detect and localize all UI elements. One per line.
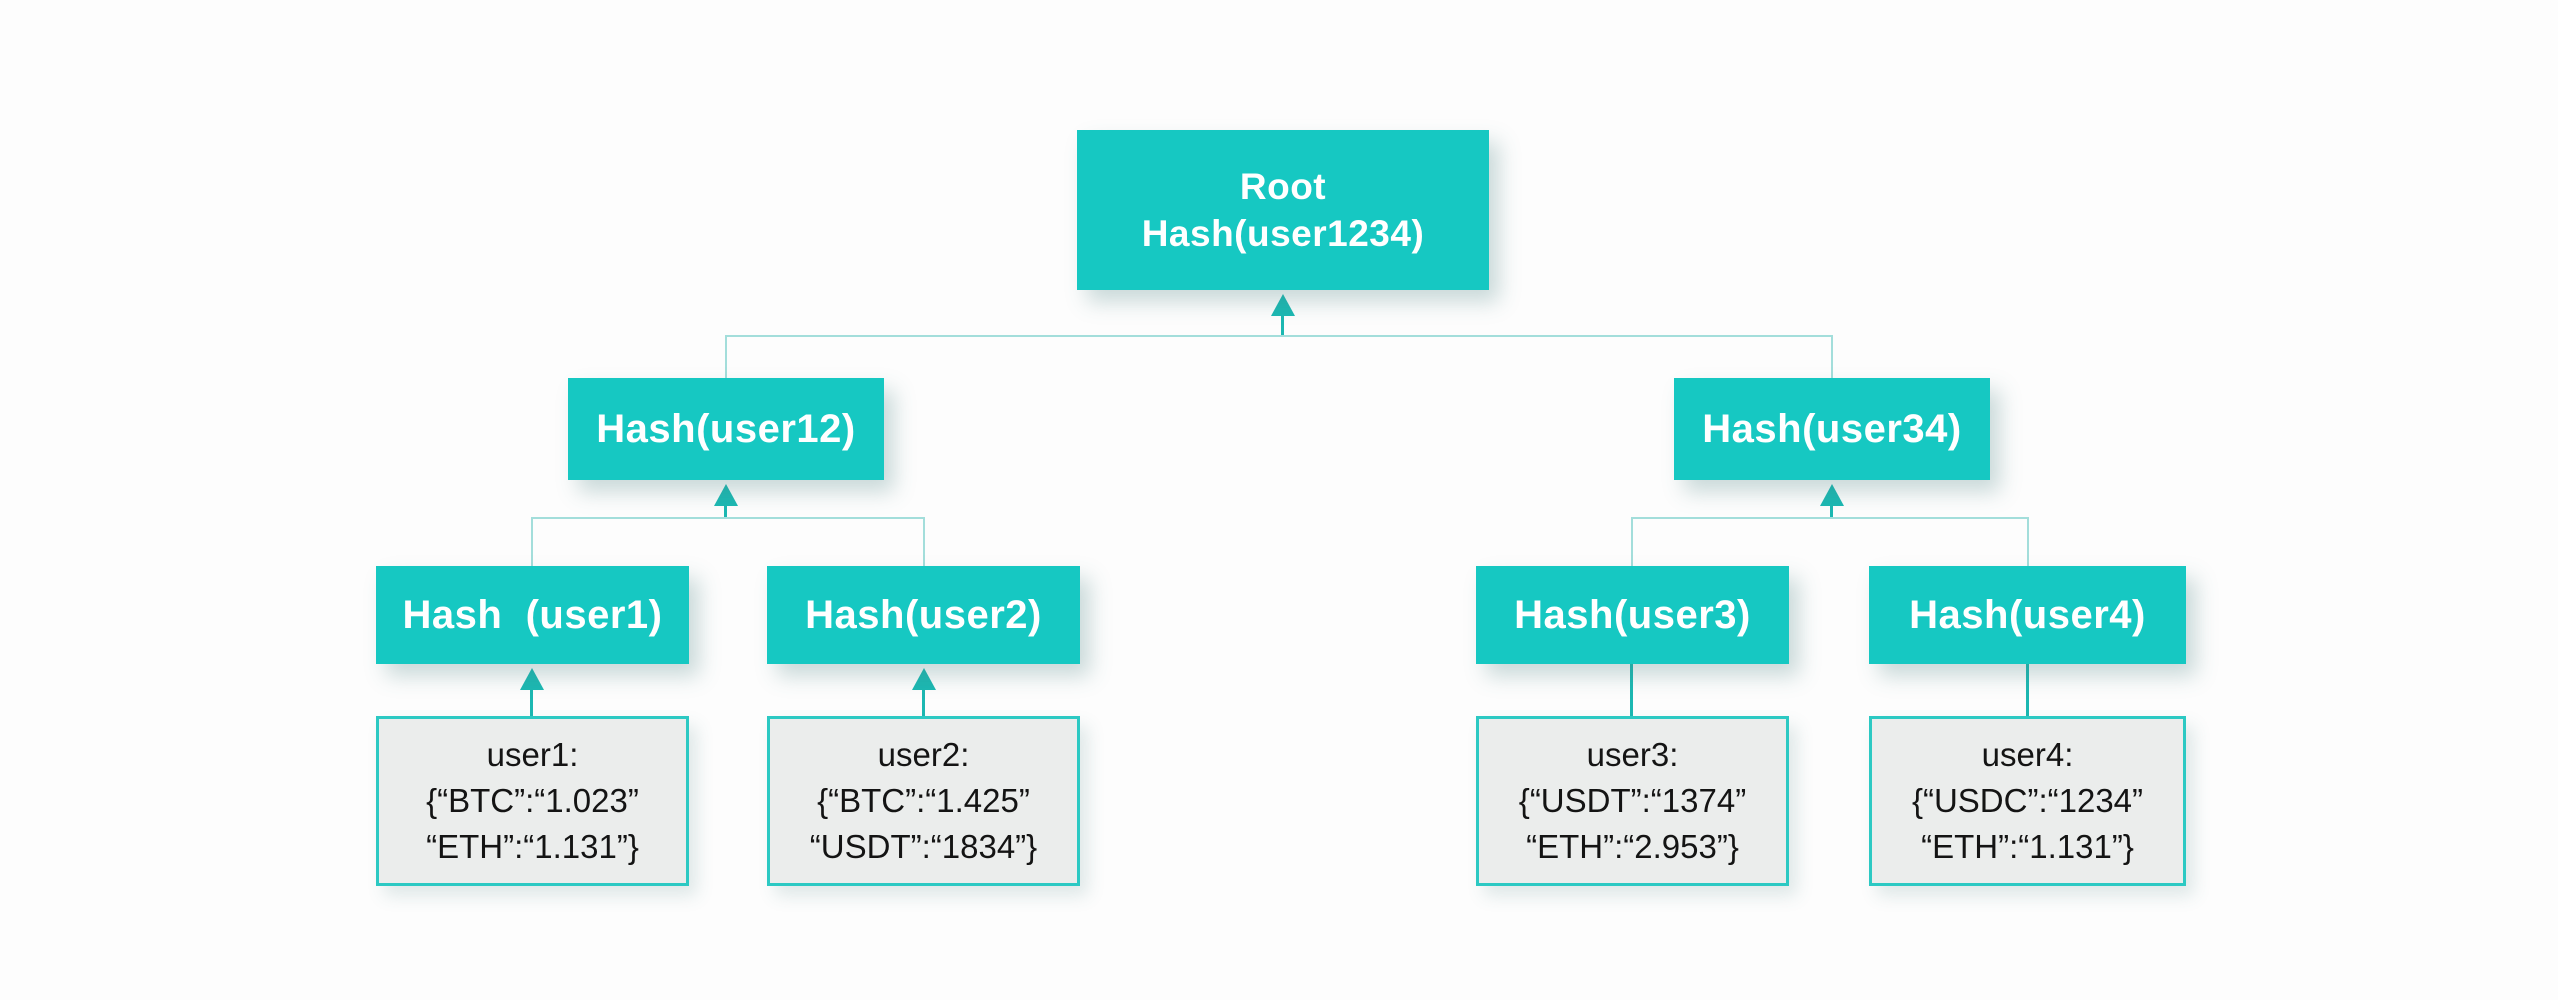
edge-hash12-drop [725,335,727,379]
leaf-line: {“USDC”:“1234” [1911,782,2144,819]
node-hash-user2: Hash(user2) [767,566,1080,664]
root-label-line2: Hash(user1234) [1141,213,1425,254]
edge-hash2-drop [923,517,925,566]
leaf-line: “USDT”:“1834”} [809,828,1038,865]
node-hash-user4: Hash(user4) [1869,566,2186,664]
edge-leaf4-stem [2026,664,2029,716]
edge-level2-right-horizontal [1632,517,2028,519]
edge-leaf1-stem [530,688,533,716]
edge-root-stem [1281,312,1284,337]
edge-hash1-drop [531,517,533,566]
leaf-user2-data: user2: {“BTC”:“1.425” “USDT”:“1834”} [767,716,1080,886]
arrow-up-icon [1820,484,1844,506]
edge-hash34-stem [1830,503,1833,519]
node-hash-user12: Hash(user12) [568,378,884,480]
node-label: Hash(user4) [1909,592,2146,637]
node-label: Hash (user1) [402,592,663,637]
leaf-user4-data: user4: {“USDC”:“1234” “ETH”:“1.131”} [1869,716,2186,886]
leaf-line: “ETH”:“2.953”} [1526,828,1739,865]
node-root-hash: Root Hash(user1234) [1077,130,1489,290]
leaf-line: {“BTC”:“1.023” [426,782,639,819]
leaf-line: “ETH”:“1.131”} [1921,828,2134,865]
edge-hash12-stem [724,503,727,519]
node-label: Hash(user2) [805,592,1042,637]
node-label: Hash(user3) [1514,592,1751,637]
edge-hash34-drop [1831,335,1833,379]
leaf-line: user4: [1981,736,2074,773]
edge-hash4-drop [2027,517,2029,566]
leaf-line: user3: [1586,736,1679,773]
leaf-line: user1: [486,736,579,773]
edge-level2-left-horizontal [532,517,924,519]
edge-level1-horizontal [726,335,1833,337]
leaf-user1-data: user1: {“BTC”:“1.023” “ETH”:“1.131”} [376,716,689,886]
edge-leaf3-stem [1630,664,1633,716]
node-label: Hash(user12) [596,406,856,451]
leaf-line: {“USDT”:“1374” [1518,782,1747,819]
arrow-up-icon [1271,294,1295,316]
leaf-line: {“BTC”:“1.425” [817,782,1030,819]
root-label-line1: Root [1239,166,1327,207]
arrow-up-icon [520,668,544,690]
leaf-line: user2: [877,736,970,773]
node-label: Hash(user34) [1702,406,1962,451]
leaf-user3-data: user3: {“USDT”:“1374” “ETH”:“2.953”} [1476,716,1789,886]
node-hash-user1: Hash (user1) [376,566,689,664]
edge-leaf2-stem [922,688,925,716]
edge-hash3-drop [1631,517,1633,566]
arrow-up-icon [912,668,936,690]
node-hash-user3: Hash(user3) [1476,566,1789,664]
node-hash-user34: Hash(user34) [1674,378,1990,480]
leaf-line: “ETH”:“1.131”} [426,828,639,865]
arrow-up-icon [714,484,738,506]
